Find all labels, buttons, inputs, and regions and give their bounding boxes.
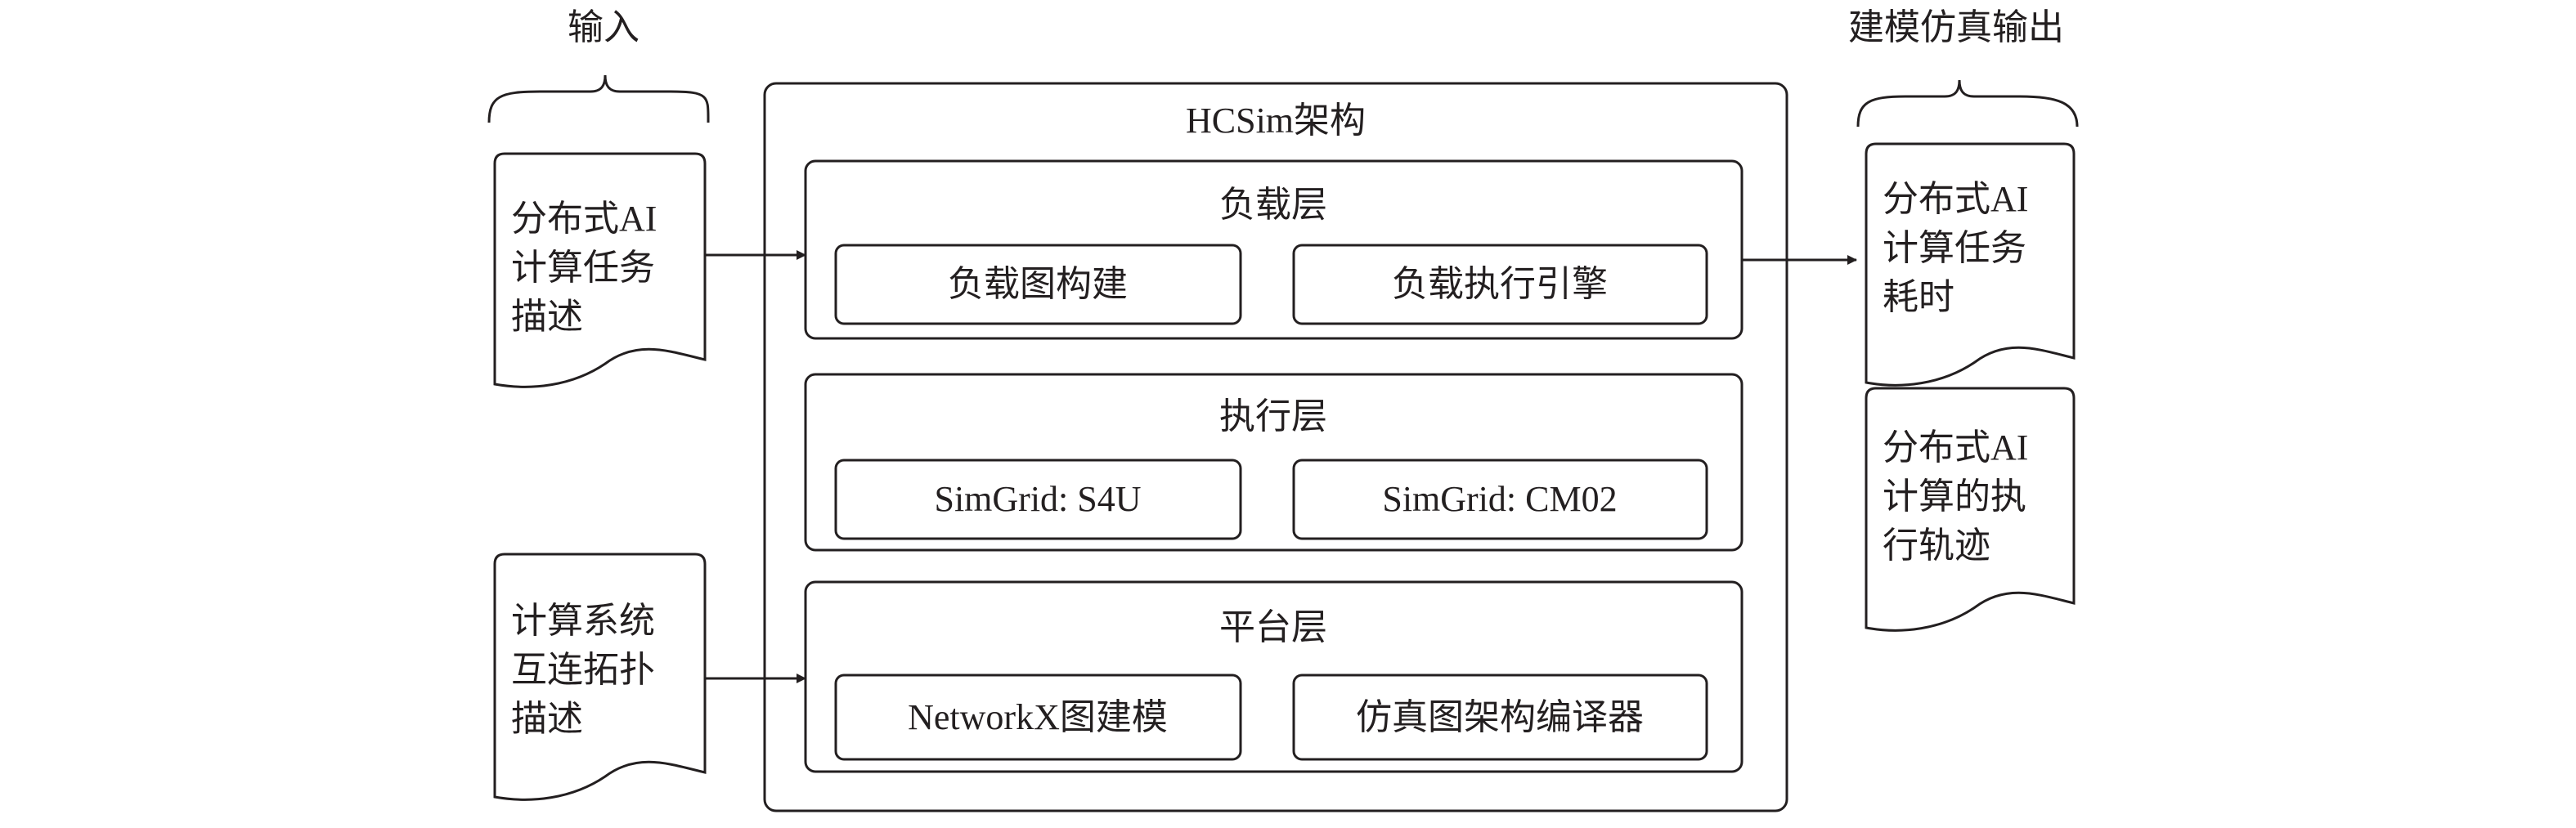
framework-title: HCSim架构 — [1186, 101, 1366, 141]
component-label: SimGrid: CM02 — [1382, 479, 1617, 519]
output-document-line: 行轨迹 — [1883, 526, 1990, 566]
layer-title: 平台层 — [1219, 607, 1327, 647]
input-document-topology: 计算系统 互连拓扑 描述 — [493, 553, 707, 801]
component-label: NetworkX图建模 — [908, 697, 1168, 737]
input-document-task: 分布式AI 计算任务 描述 — [493, 152, 707, 388]
component-label: 负载图构建 — [948, 264, 1128, 304]
layer-title: 负载层 — [1219, 185, 1327, 225]
input-document-line: 描述 — [511, 699, 583, 739]
input-document-line: 分布式AI — [511, 199, 657, 239]
component-box — [1292, 674, 1708, 761]
output-document-time: 分布式AI 计算任务 耗时 — [1865, 142, 2076, 387]
input-document-line: 描述 — [511, 297, 583, 337]
input-document-line: 计算系统 — [511, 601, 655, 641]
layer-title: 执行层 — [1219, 396, 1327, 436]
input-title: 输入 — [568, 7, 640, 47]
component-label: 负载执行引擎 — [1392, 264, 1608, 304]
component-box — [834, 674, 1242, 761]
input-document-line: 计算任务 — [511, 248, 655, 288]
component-box — [834, 244, 1242, 325]
component-box — [1292, 459, 1708, 540]
output-document-line: 计算的执 — [1883, 477, 2026, 517]
layer-platform: 平台层 NetworkX图建模 仿真图架构编译器 — [804, 580, 1744, 773]
output-document-trace: 分布式AI 计算的执 行轨迹 — [1865, 387, 2076, 632]
component-box — [834, 459, 1242, 540]
component-label: SimGrid: S4U — [934, 479, 1141, 519]
component-label: 仿真图架构编译器 — [1356, 697, 1644, 737]
layer-workload: 负载层 负载图构建 负载执行引擎 — [804, 159, 1744, 340]
layer-execution: 执行层 SimGrid: S4U SimGrid: CM02 — [804, 373, 1744, 552]
output-document-line: 耗时 — [1883, 277, 1954, 317]
component-box — [1292, 244, 1708, 325]
input-document-line: 互连拓扑 — [511, 650, 655, 690]
input-brace — [487, 74, 710, 123]
output-document-line: 分布式AI — [1883, 179, 2028, 219]
output-document-line: 计算任务 — [1883, 228, 2026, 268]
output-document-line: 分布式AI — [1883, 427, 2028, 468]
output-brace — [1856, 79, 2079, 128]
output-title: 建模仿真输出 — [1848, 7, 2064, 47]
